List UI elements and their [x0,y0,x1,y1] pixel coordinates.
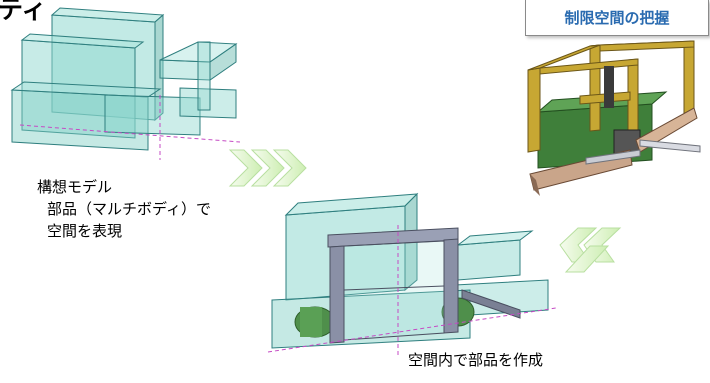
page-title-fragment: ティ [0,0,47,24]
process-arrow-1 [228,149,307,187]
parts-guide-lines [267,225,557,355]
badge-label: 制限空間の把握 [564,9,670,27]
final-machine-illustration [527,40,701,196]
process-arrow-2 [559,227,622,273]
limited-space-badge: 制限空間の把握 [525,0,709,36]
concept-model-illustration [10,7,238,151]
metal-frame [327,227,521,344]
caption-represent-space: 空間を表現 [47,222,123,240]
parts-model-illustration [271,192,549,349]
caption-multibody-parts: 部品（マルチボディ）で [47,200,211,218]
caption-create-parts-in-space: 空間内で部品を作成 [408,351,544,369]
concept-guide-lines [19,95,241,160]
caption-concept-model: 構想モデル [37,178,113,196]
